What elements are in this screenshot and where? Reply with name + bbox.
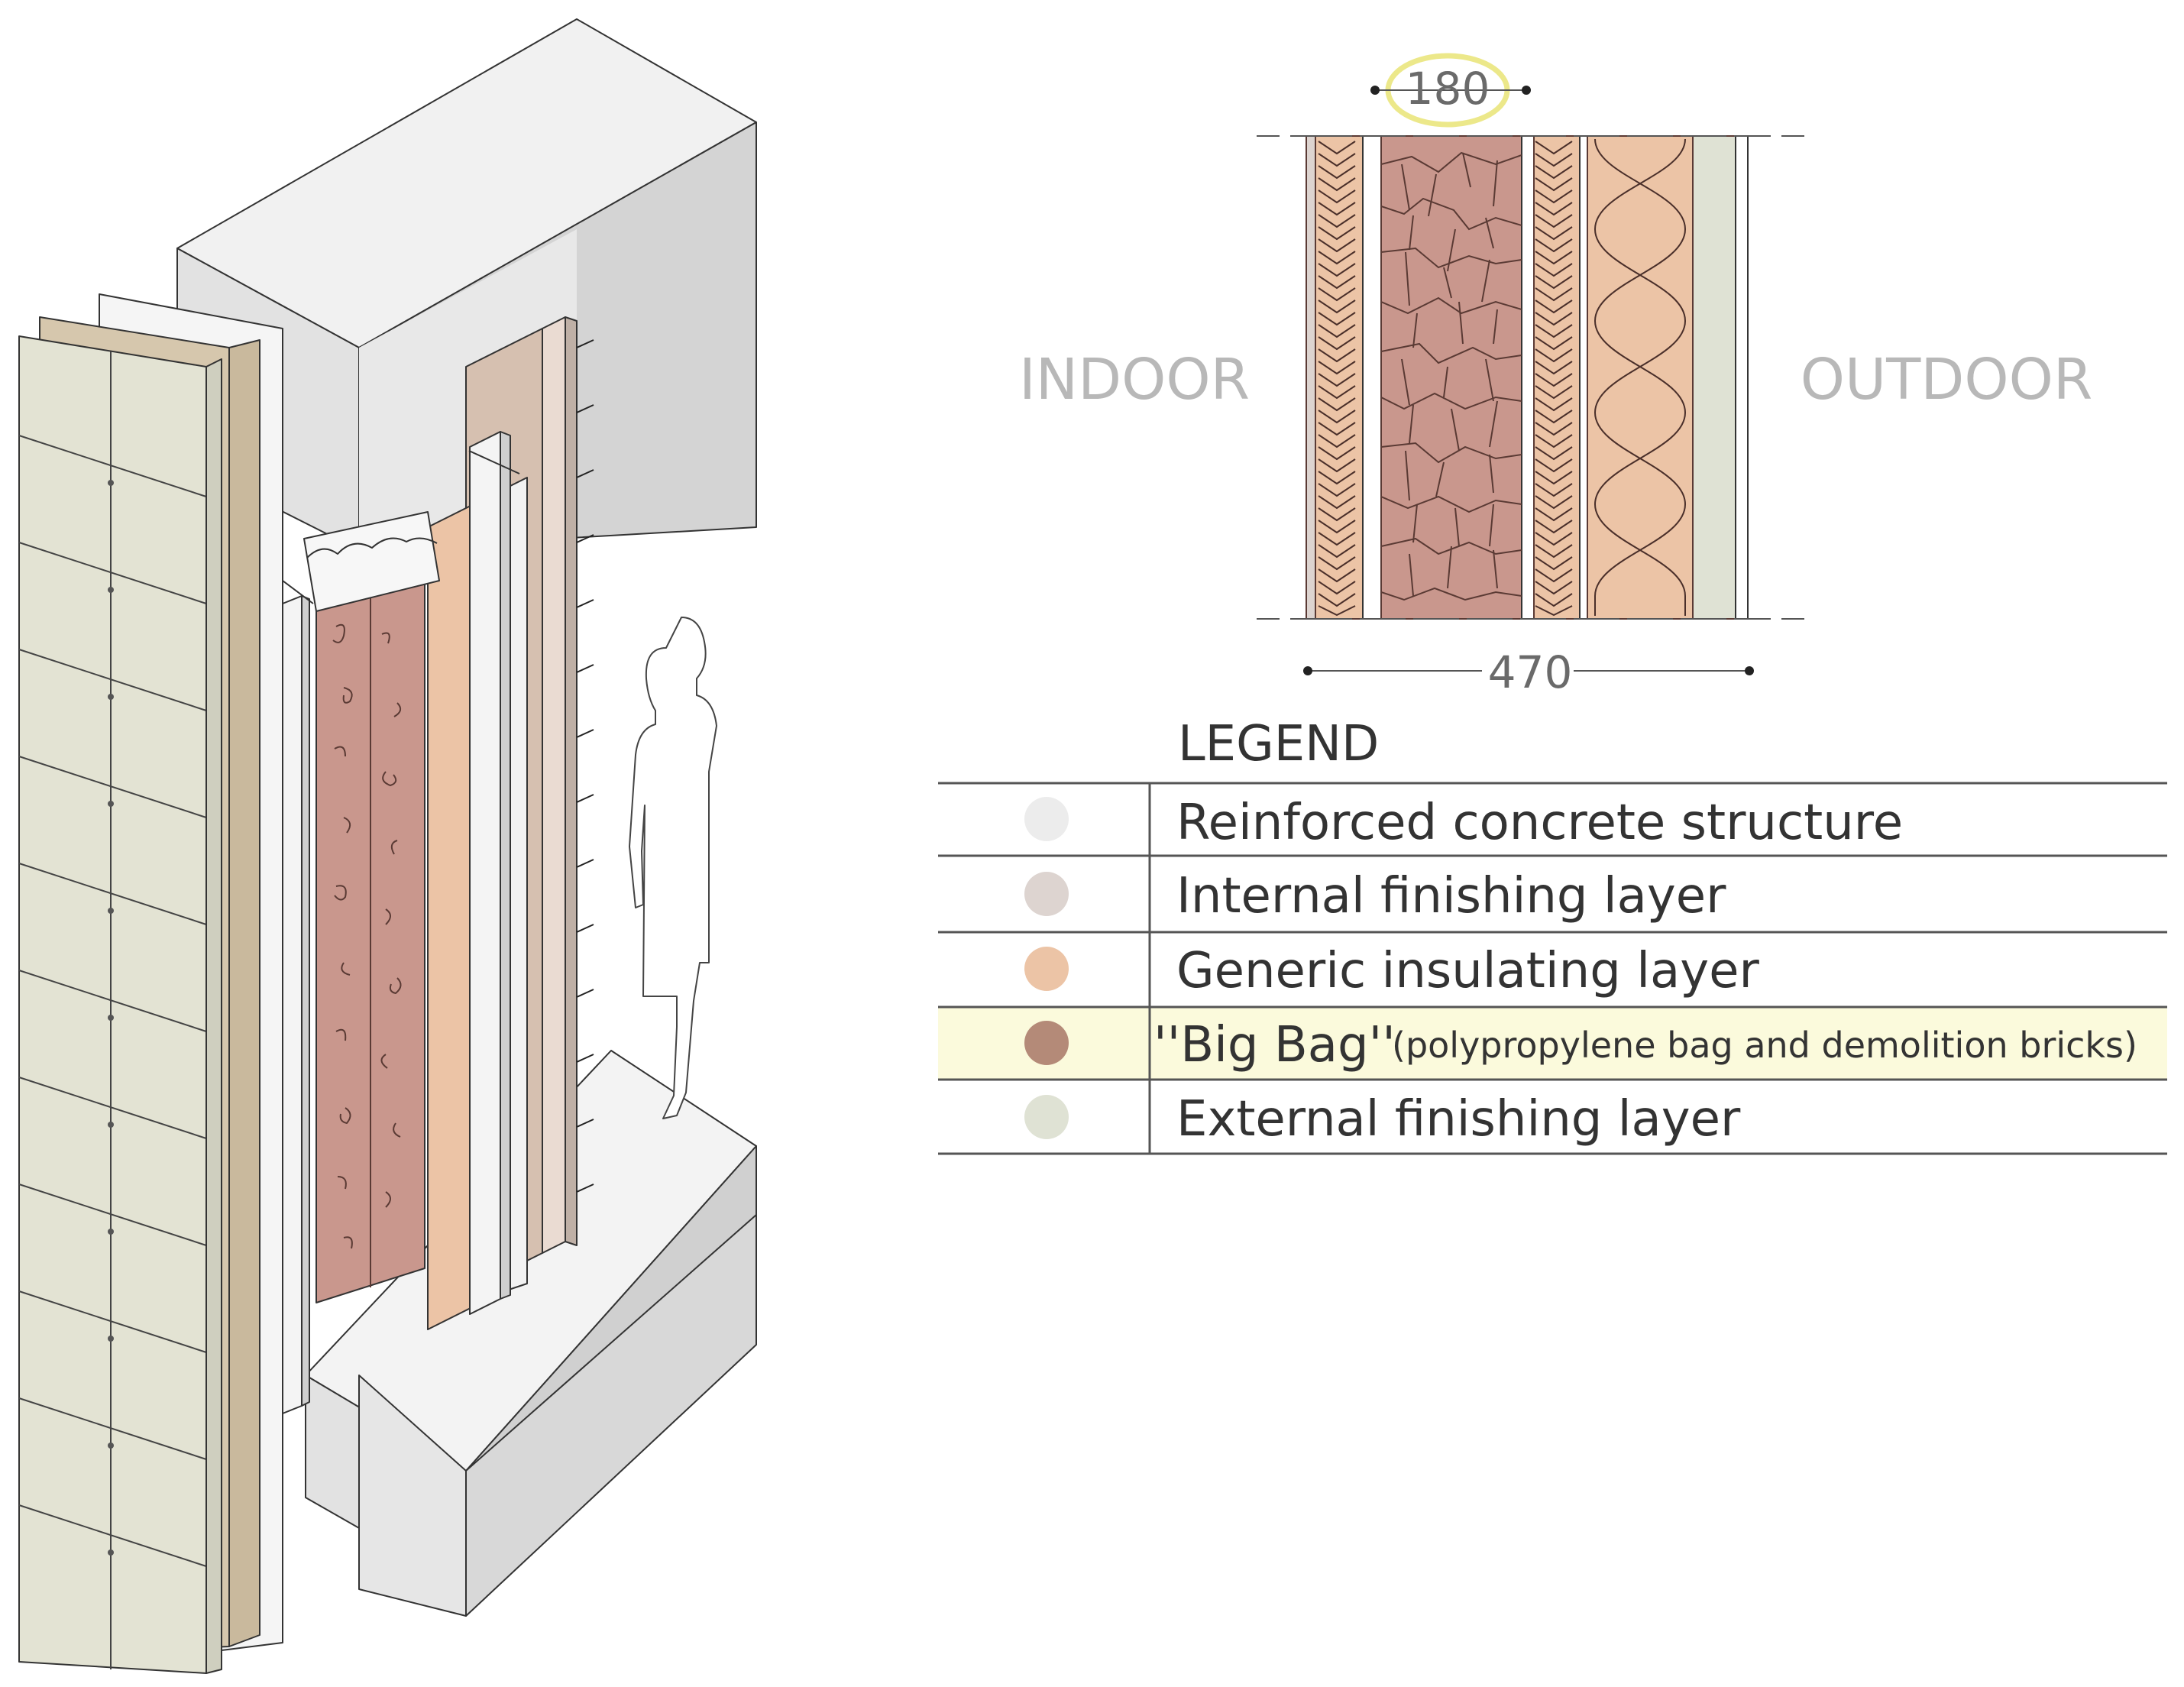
gap-layer-2 [1521, 135, 1535, 620]
isometric-wall-drawing [18, 18, 757, 1674]
concrete-slab-bottom [305, 1050, 757, 1617]
steel-frame [282, 431, 520, 1414]
human-figure [629, 617, 717, 1119]
legend: LEGEND Reinforced concrete structure Int… [938, 716, 2167, 1155]
gap-layer [1362, 135, 1382, 620]
legend-swatch [1024, 797, 1069, 841]
internal-finish-layer [1306, 135, 1316, 620]
legend-title: LEGEND [1178, 716, 1379, 772]
dimension-470-text: 470 [1488, 646, 1573, 698]
legend-swatch [1024, 872, 1069, 916]
legend-row-4: External finishing layer [1024, 1091, 1741, 1148]
legend-row-0: Reinforced concrete structure [1024, 795, 1903, 851]
rubble-pattern [1381, 151, 1522, 601]
cladding-wall [18, 293, 283, 1674]
legend-swatch [1024, 1021, 1069, 1065]
legend-row-2: Generic insulating layer [1024, 943, 1759, 999]
outer-insulation-layer [1587, 135, 1694, 620]
legend-label: Reinforced concrete structure [1176, 795, 1903, 851]
insulation-hatch [1318, 138, 1687, 617]
legend-note: (polypropylene bag and demolition bricks… [1392, 1025, 2137, 1066]
indoor-label: INDOOR [1019, 347, 1250, 413]
cladding-joints [18, 351, 207, 1669]
section-break-lines [1257, 135, 1807, 620]
legend-row-3: ''Big Bag'' (polypropylene bag and demol… [1024, 1017, 2137, 1073]
legend-label: External finishing layer [1176, 1091, 1741, 1148]
external-skin-layer [1735, 135, 1749, 620]
anchor-ticks [576, 339, 594, 1193]
big-bag-column [303, 511, 440, 1303]
inner-insulation-layer [1315, 135, 1364, 620]
outdoor-label: OUTDOOR [1801, 347, 2093, 413]
legend-label: ''Big Bag'' [1153, 1017, 1396, 1073]
dimension-180-text: 180 [1406, 63, 1490, 115]
legend-swatch [1024, 1095, 1069, 1139]
dimension-bottom: 470 [1303, 646, 1754, 698]
external-finish-layer [1692, 135, 1736, 620]
cladding-fixings [108, 480, 114, 1556]
legend-row-1: Internal finishing layer [1024, 868, 1726, 924]
dimension-top: 180 [1370, 53, 1531, 128]
wall-section-drawing: 180 470 INDOOR OUTDOOR [1019, 53, 2093, 698]
gap-layer-3 [1579, 135, 1588, 620]
legend-label: Generic insulating layer [1176, 943, 1759, 999]
legend-label: Internal finishing layer [1176, 868, 1726, 924]
section-layers [1306, 135, 1749, 620]
legend-swatch [1024, 947, 1069, 991]
legend-rules [938, 782, 2167, 1155]
legend-highlight-row [938, 1007, 2167, 1080]
